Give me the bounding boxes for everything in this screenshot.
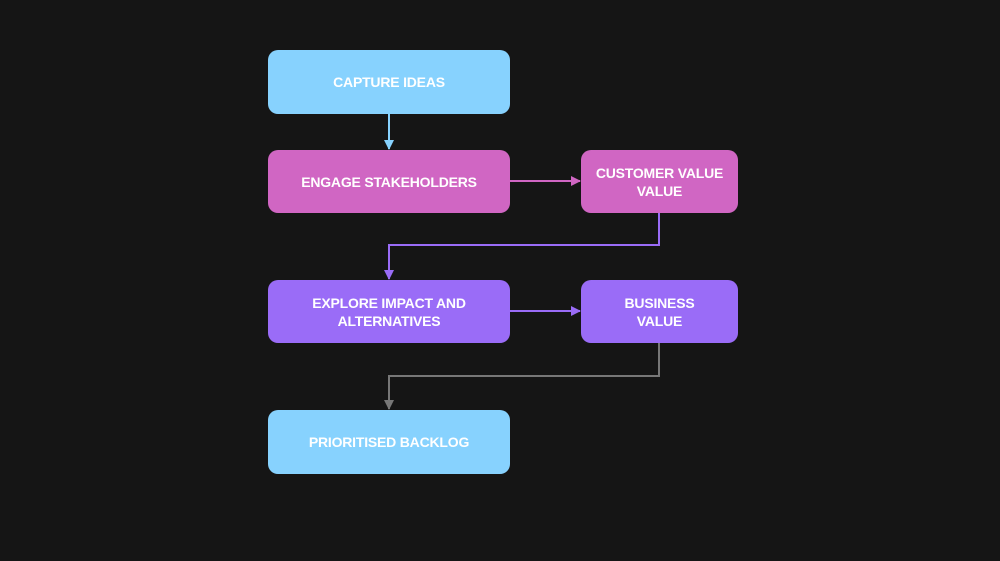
- explore-impact-label-line-2: ALTERNATIVES: [337, 312, 441, 329]
- arrow-business-to-backlog: [384, 343, 660, 410]
- business-value-label-line-1: BUSINESS: [624, 294, 695, 311]
- customer-value-node: CUSTOMER VALUE VALUE: [581, 150, 738, 213]
- explore-impact-label-line-1: EXPLORE IMPACT AND: [312, 294, 466, 311]
- business-value-label-line-2: VALUE: [636, 312, 683, 329]
- prioritised-backlog-node: PRIORITISED BACKLOG: [268, 410, 510, 474]
- prioritised-backlog-label: PRIORITISED BACKLOG: [308, 434, 470, 450]
- arrow-customer-to-explore: [384, 213, 660, 280]
- customer-value-label-line-2: VALUE: [636, 182, 683, 199]
- capture-ideas-label: CAPTURE IDEAS: [333, 74, 445, 90]
- business-value-node: BUSINESS VALUE: [581, 280, 738, 343]
- capture-ideas-node: CAPTURE IDEAS: [268, 50, 510, 114]
- customer-value-label-line-1: CUSTOMER VALUE: [595, 164, 724, 181]
- engage-stakeholders-node: ENGAGE STAKEHOLDERS: [268, 150, 510, 213]
- engage-stakeholders-label: ENGAGE STAKEHOLDERS: [301, 173, 477, 190]
- explore-impact-node: EXPLORE IMPACT AND ALTERNATIVES: [268, 280, 510, 343]
